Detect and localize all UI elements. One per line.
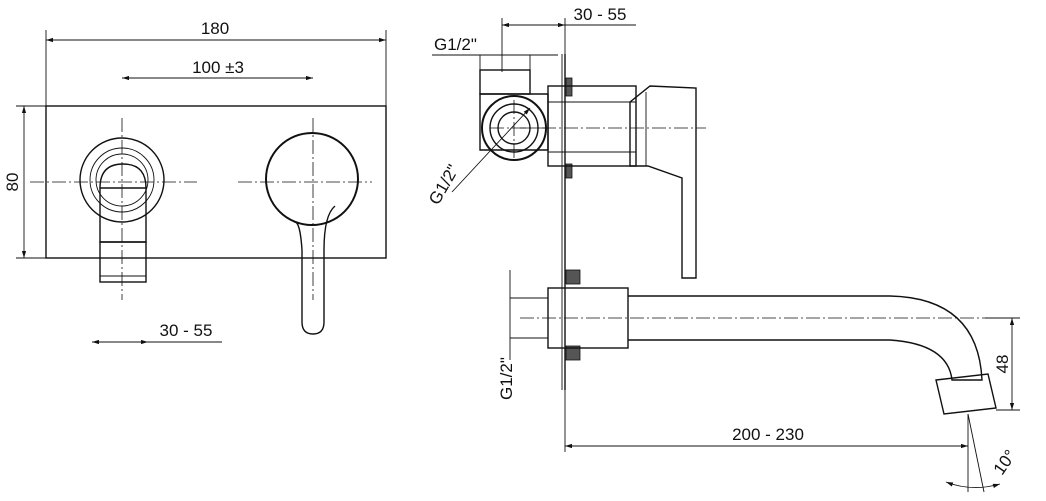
label-inlet-top: G1/2" [434,35,477,54]
lever-handle-front [293,205,336,335]
handle-rosette [265,132,359,226]
front-view: 180 100 ±3 80 30 - 55 [3,19,387,345]
lever-handle-side [629,85,697,279]
dim-wall-range: 30 - 55 [574,5,627,24]
label-outlet-thread: G1/2" [497,357,516,400]
backplate [45,105,387,259]
spout-side [628,295,983,381]
label-inlet-side: G1/2" [425,161,463,208]
dim-centers-distance: 100 ±3 [192,58,244,77]
dim-spout-angle: 10° [990,446,1020,478]
side-view: 30 - 55 G1/2" G1/2" G [425,5,1020,493]
dim-spout-height: 48 [993,355,1012,374]
dim-overall-width: 180 [201,19,229,38]
dim-spout-reach: 200 - 230 [732,425,804,444]
dim-spout-projection: 30 - 55 [160,321,213,340]
spout-front [99,187,147,243]
dim-height: 80 [3,173,22,192]
spout-rosette-outer [79,137,165,223]
